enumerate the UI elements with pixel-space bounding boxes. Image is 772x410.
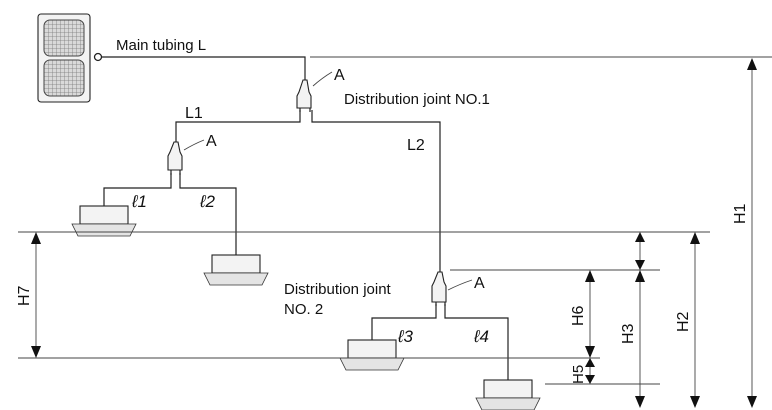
joint2-label-line1: Distribution joint <box>284 281 392 298</box>
h5-label: H5 <box>570 365 587 384</box>
a2-label: A <box>206 133 217 150</box>
pipe-l1 <box>175 110 301 142</box>
port-icon <box>93 52 103 62</box>
cassette-indoor-unit-icon <box>475 379 541 410</box>
dimension-h3 <box>635 270 645 408</box>
h3-label: H3 <box>620 323 637 344</box>
ell1-label: ℓ1 <box>131 192 147 211</box>
h6-label: H6 <box>570 305 587 326</box>
dimension-h1 <box>747 58 757 408</box>
dimension-h5 <box>585 358 595 384</box>
outdoor-unit-icon <box>37 13 103 103</box>
distribution-joint-icon <box>431 271 447 306</box>
pipe-ell2 <box>179 173 237 255</box>
ell4-label: ℓ4 <box>473 327 489 346</box>
joint2-label-line2: NO. 2 <box>284 301 323 318</box>
level-lines <box>18 231 710 385</box>
pipe-ell4 <box>444 304 509 380</box>
dimension-h7 <box>31 232 41 358</box>
main-tubing-line <box>102 56 306 90</box>
pipe-l2 <box>311 110 441 272</box>
a1-label: A <box>334 67 345 84</box>
cassette-indoor-unit-icon <box>339 339 405 371</box>
ell3-label: ℓ3 <box>397 327 413 346</box>
main-tubing-label: Main tubing L <box>116 37 206 54</box>
distribution-joint-icon <box>296 79 312 112</box>
l1-label: L1 <box>185 105 203 122</box>
dimension-h2 <box>690 232 700 408</box>
leader-a2 <box>183 139 205 151</box>
h1-label: H1 <box>732 203 749 224</box>
distribution-joint-icon <box>167 141 183 175</box>
leader-a1 <box>312 71 333 87</box>
ell2-label: ℓ2 <box>199 192 215 211</box>
leader-a3 <box>447 279 473 291</box>
cassette-indoor-unit-icon <box>71 205 137 237</box>
dimension-h6 <box>585 270 595 358</box>
pipe-ell3 <box>371 304 437 340</box>
h2-label: H2 <box>675 311 692 332</box>
l2-label: L2 <box>407 137 425 154</box>
dimension-gap-upper <box>635 232 645 270</box>
h7-label: H7 <box>16 285 33 306</box>
cassette-indoor-unit-icon <box>203 254 269 286</box>
joint1-label: Distribution joint NO.1 <box>344 91 490 108</box>
a3-label: A <box>474 275 485 292</box>
pipe-ell1 <box>103 173 172 206</box>
pipe-network <box>102 56 772 380</box>
